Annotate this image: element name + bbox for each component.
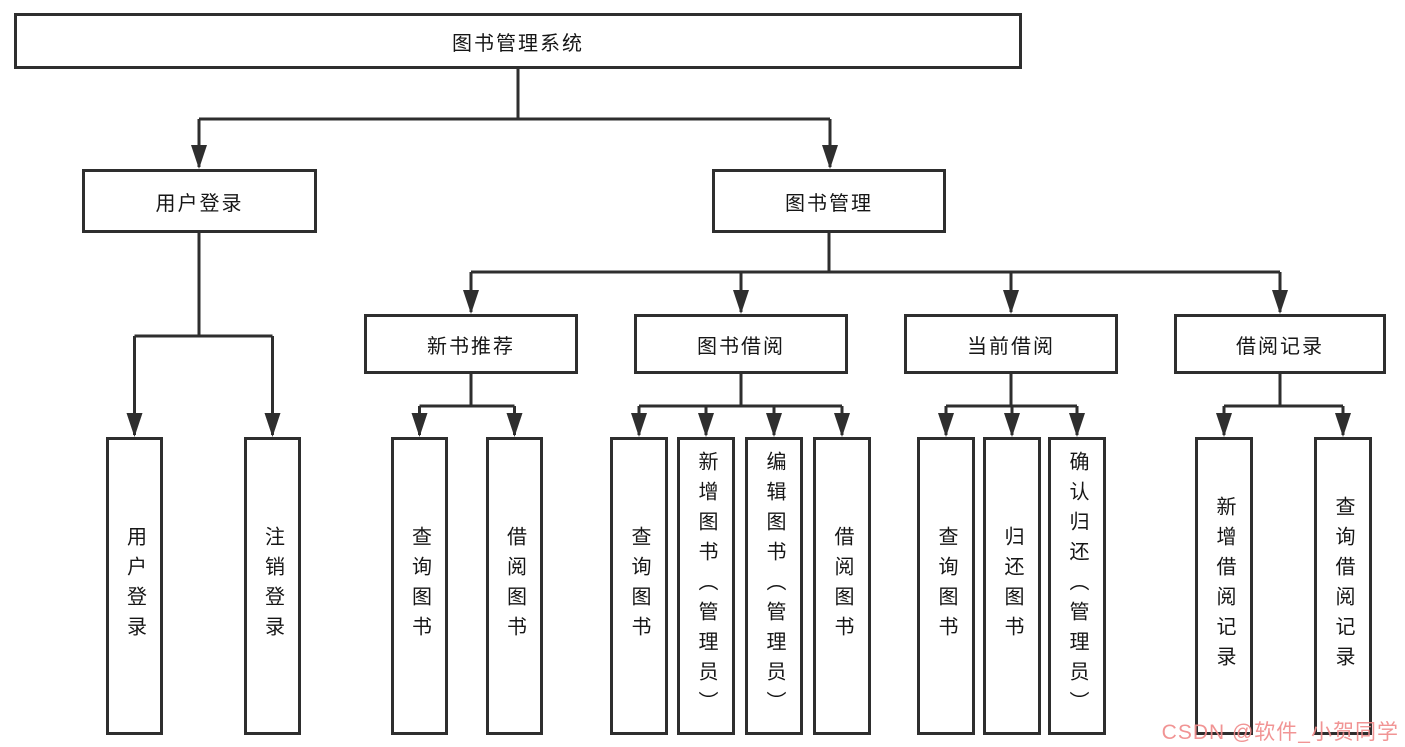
leaf-edit-books-admin: 编辑图书（管理员） xyxy=(745,437,803,735)
leaf-return-books-label: 归还图书 xyxy=(1001,526,1023,646)
leaf-logout-label: 注销登录 xyxy=(261,526,284,646)
node-root-label: 图书管理系统 xyxy=(452,32,584,55)
leaf-borrow-books: 借阅图书 xyxy=(813,437,871,735)
leaf-query-books-current: 查询图书 xyxy=(917,437,975,735)
leaf-add-books-admin-label: 新增图书（管理员） xyxy=(695,451,717,721)
connector-user-login-branch xyxy=(126,233,281,437)
leaf-user-login-label: 用户登录 xyxy=(123,526,146,646)
node-book-management: 图书管理 xyxy=(712,169,946,233)
connector-book-management-branch xyxy=(463,233,1288,314)
connector-new-book-branch xyxy=(411,374,523,437)
node-current-borrow-label: 当前借阅 xyxy=(967,335,1055,358)
connector-current-borrow-branch xyxy=(938,374,1085,437)
connector-borrow-records-branch xyxy=(1216,374,1351,437)
leaf-add-borrow-record-label: 新增借阅记录 xyxy=(1213,496,1235,676)
node-root-system: 图书管理系统 xyxy=(14,13,1022,69)
node-user-login: 用户登录 xyxy=(82,169,317,233)
leaf-add-borrow-record: 新增借阅记录 xyxy=(1195,437,1253,735)
leaf-borrow-books-recommend-label: 借阅图书 xyxy=(503,526,526,646)
leaf-query-books-borrow: 查询图书 xyxy=(610,437,668,735)
leaf-confirm-return-admin-label: 确认归还（管理员） xyxy=(1066,451,1088,721)
node-new-book-recommend-label: 新书推荐 xyxy=(427,335,515,358)
leaf-logout: 注销登录 xyxy=(244,437,301,735)
node-user-login-label: 用户登录 xyxy=(155,192,244,215)
connector-book-borrow-branch xyxy=(631,374,850,437)
leaf-confirm-return-admin: 确认归还（管理员） xyxy=(1048,437,1106,735)
leaf-user-login: 用户登录 xyxy=(106,437,163,735)
leaf-return-books: 归还图书 xyxy=(983,437,1041,735)
leaf-query-books-recommend: 查询图书 xyxy=(391,437,448,735)
node-current-borrow: 当前借阅 xyxy=(904,314,1118,374)
leaf-edit-books-admin-label: 编辑图书（管理员） xyxy=(763,451,785,721)
leaf-borrow-books-label: 借阅图书 xyxy=(831,526,853,646)
leaf-query-books-recommend-label: 查询图书 xyxy=(408,526,431,646)
node-book-borrow: 图书借阅 xyxy=(634,314,848,374)
leaf-add-books-admin: 新增图书（管理员） xyxy=(677,437,735,735)
leaf-query-borrow-record: 查询借阅记录 xyxy=(1314,437,1372,735)
leaf-query-books-current-label: 查询图书 xyxy=(935,526,957,646)
connector-root-to-level2 xyxy=(191,69,838,169)
leaf-query-books-borrow-label: 查询图书 xyxy=(628,526,650,646)
node-borrow-records: 借阅记录 xyxy=(1174,314,1386,374)
node-new-book-recommend: 新书推荐 xyxy=(364,314,578,374)
leaf-query-borrow-record-label: 查询借阅记录 xyxy=(1332,496,1354,676)
node-book-borrow-label: 图书借阅 xyxy=(697,335,785,358)
node-book-management-label: 图书管理 xyxy=(785,192,873,215)
node-borrow-records-label: 借阅记录 xyxy=(1236,335,1324,358)
leaf-borrow-books-recommend: 借阅图书 xyxy=(486,437,543,735)
